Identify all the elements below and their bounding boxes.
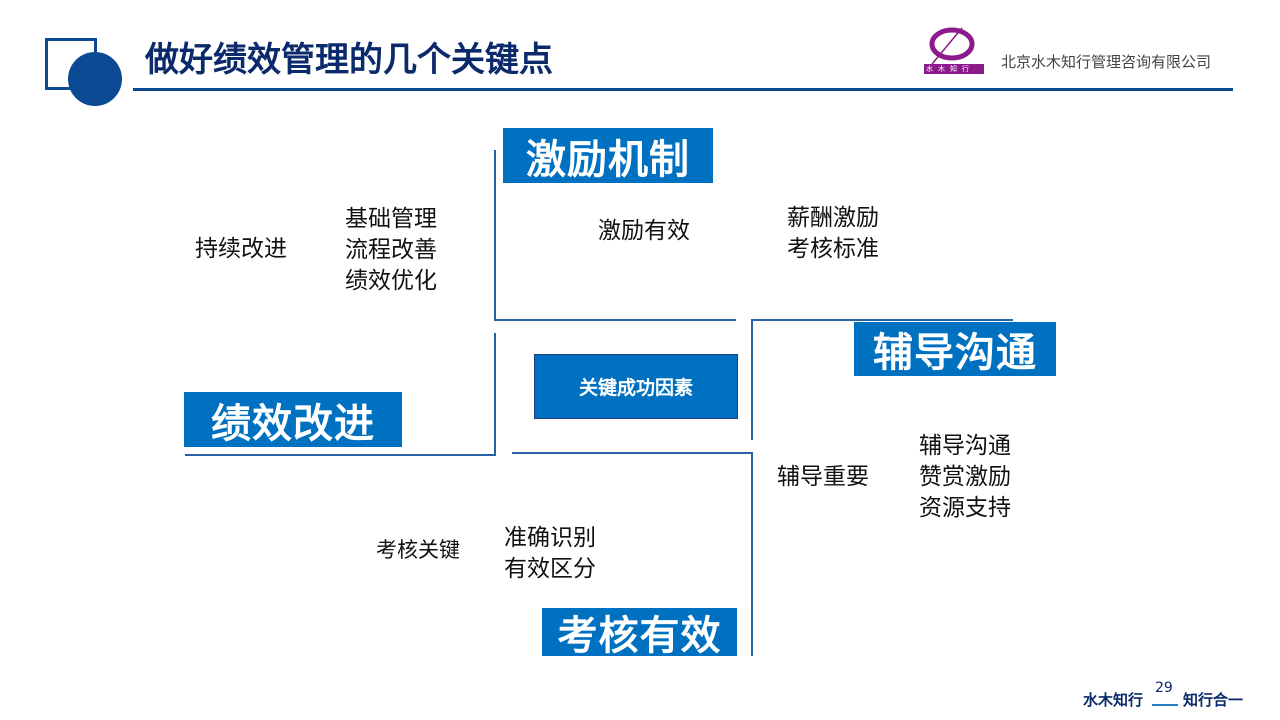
page-number: 29 [1155, 680, 1173, 696]
list-item: 基础管理 [345, 206, 437, 232]
divider-line [185, 454, 496, 456]
label-assessment: 考核关键 [376, 538, 460, 562]
divider-line [494, 319, 736, 321]
divider-line [751, 319, 753, 440]
list-item: 有效区分 [504, 556, 596, 582]
header-circle-icon [68, 52, 122, 106]
label-coaching: 辅导重要 [777, 464, 869, 490]
list-item: 资源支持 [919, 495, 1011, 521]
divider-line [494, 333, 496, 455]
items-coaching: 辅导沟通 赞赏激励 资源支持 [919, 431, 1011, 524]
divider-line [494, 150, 496, 321]
footer-right: 知行合一 [1183, 691, 1244, 709]
items-incentive: 薪酬激励 考核标准 [787, 203, 879, 265]
list-item: 考核标准 [787, 236, 879, 262]
company-name: 北京水木知行管理咨询有限公司 [1001, 53, 1212, 71]
logo-text: 水木知行 [926, 65, 974, 73]
list-item: 赞赏激励 [919, 464, 1011, 490]
tag-improvement: 绩效改进 [184, 392, 402, 447]
footer-left: 水木知行 [1083, 691, 1144, 709]
list-item: 辅导沟通 [919, 433, 1011, 459]
items-assessment: 准确识别 有效区分 [504, 523, 596, 585]
items-improvement: 基础管理 流程改善 绩效优化 [345, 204, 437, 297]
tag-incentive: 激励机制 [503, 128, 713, 183]
list-item: 薪酬激励 [787, 205, 879, 231]
center-box: 关键成功因素 [534, 354, 738, 419]
divider-line [751, 452, 753, 656]
label-incentive: 激励有效 [598, 218, 690, 244]
tag-coaching: 辅导沟通 [854, 322, 1056, 376]
tag-assessment: 考核有效 [542, 608, 737, 659]
divider-line [512, 452, 753, 454]
header-divider [133, 88, 1233, 91]
list-item: 准确识别 [504, 525, 596, 551]
list-item: 绩效优化 [345, 268, 437, 294]
list-item: 流程改善 [345, 237, 437, 263]
page-title: 做好绩效管理的几个关键点 [145, 40, 553, 80]
divider-line [751, 319, 1013, 321]
company-logo: 水木知行 [922, 24, 986, 74]
page-number-underline [1152, 704, 1178, 706]
label-improvement: 持续改进 [195, 236, 287, 262]
